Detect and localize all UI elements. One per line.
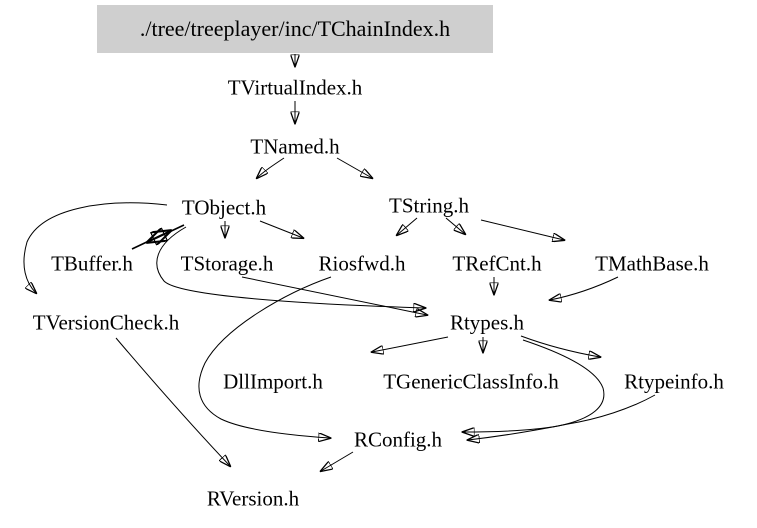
edge-RConfig-RVersion <box>321 451 354 471</box>
node-riosfwd[interactable]: Riosfwd.h <box>318 251 406 276</box>
edge-TObject-TVersionCheck <box>23 202 168 293</box>
edge-TString-Riosfwd <box>397 217 418 235</box>
node-rversion[interactable]: RVersion.h <box>206 486 300 511</box>
node-rtypes[interactable]: Rtypes.h <box>449 310 525 335</box>
edge-TNamed-TObject <box>257 157 285 178</box>
node-tnamed[interactable]: TNamed.h <box>250 134 340 159</box>
edge-TStorage-Rtypes <box>241 276 427 315</box>
edge-TString-TRefCnt <box>445 217 465 234</box>
edge-Riosfwd-RConfig <box>198 276 331 438</box>
node-rtypeinfo[interactable]: Rtypeinfo.h <box>624 369 724 394</box>
node-trefcnt[interactable]: TRefCnt.h <box>452 251 542 276</box>
edge-TString-TMathBase <box>480 219 564 240</box>
edge-TMathBase-Rtypes <box>550 276 619 300</box>
node-tgenericclassinfo[interactable]: TGenericClassInfo.h <box>383 369 559 394</box>
edge-TVersionCheck-RVersion <box>115 337 230 466</box>
node-tobject[interactable]: TObject.h <box>181 195 267 220</box>
node-dllimport[interactable]: DllImport.h <box>223 369 323 394</box>
node-tmathbase[interactable]: TMathBase.h <box>595 251 709 276</box>
node-tchainindex-root: ./tree/treeplayer/inc/TChainIndex.h <box>97 5 493 53</box>
node-rconfig[interactable]: RConfig.h <box>353 427 443 452</box>
edge-Rtypes-Rtypeinfo <box>520 335 600 357</box>
edge-Rtypeinfo-RConfig <box>468 394 656 440</box>
node-tversioncheck[interactable]: TVersionCheck.h <box>32 310 180 335</box>
node-tbuffer[interactable]: TBuffer.h <box>51 251 133 276</box>
node-tstring[interactable]: TString.h <box>389 193 469 218</box>
edge-TBuffer-TObject <box>131 231 170 250</box>
edge-Rtypes-DllImport <box>372 336 449 352</box>
edge-Rtypes-RConfig <box>463 339 605 432</box>
edge-TObject-Riosfwd <box>259 220 303 238</box>
edge-TNamed-TString <box>336 157 372 178</box>
node-tstorage[interactable]: TStorage.h <box>180 251 274 276</box>
node-tvirtualindex[interactable]: TVirtualIndex.h <box>227 75 363 100</box>
edge-TObject-Rtypes <box>156 226 425 308</box>
